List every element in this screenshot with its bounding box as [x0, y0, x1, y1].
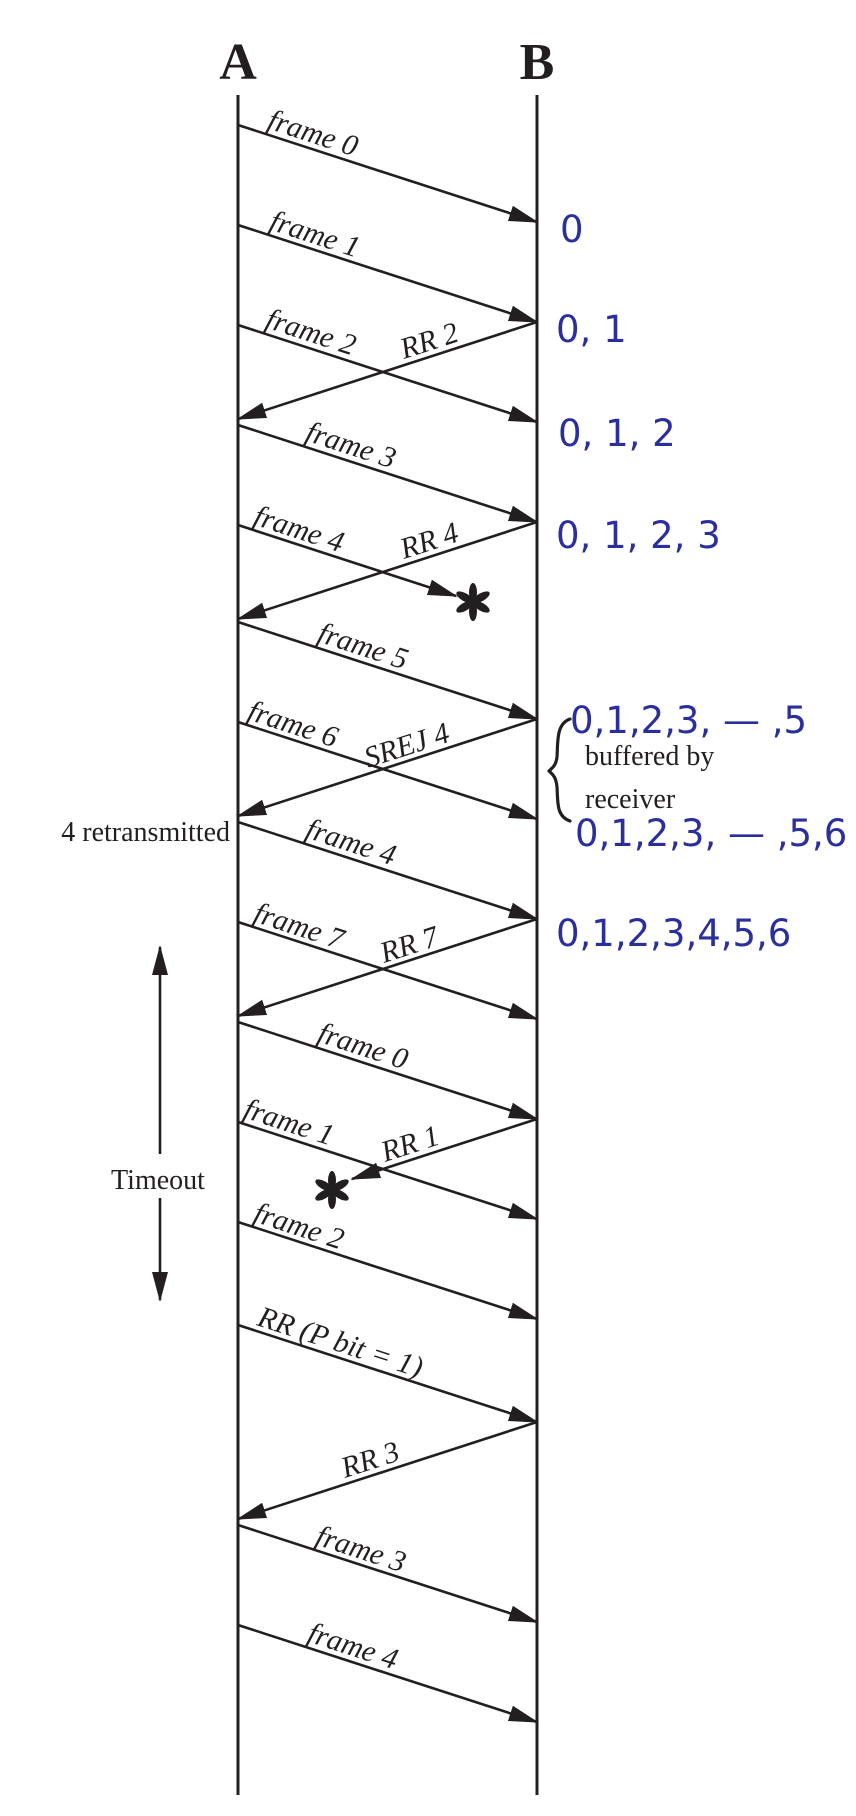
message-label: frame 3 — [312, 1519, 410, 1579]
message-line — [237, 1323, 539, 1424]
endpoint-a-label: A — [219, 34, 257, 91]
message-frame0-1: frame 0 — [237, 103, 539, 224]
message-frame4-lost: frame 4 — [237, 499, 492, 621]
message-line — [237, 523, 458, 598]
message-label: frame 3 — [302, 415, 400, 475]
buffer-state: 0, 1, 2 — [558, 412, 676, 455]
message-label: RR (P bit = 1) — [253, 1300, 427, 1384]
buffer-state: 0 — [560, 208, 584, 251]
message-label: frame 0 — [264, 103, 362, 163]
buffer-state: 0,1,2,3, — ,5,6 — [575, 812, 847, 855]
message-label: frame 7 — [250, 896, 350, 956]
message-line — [237, 223, 539, 324]
message-frame2-2: frame 2 — [237, 1196, 539, 1321]
buffer-state: 0, 1 — [556, 308, 627, 351]
message-label: frame 4 — [250, 499, 348, 559]
message-label: frame 6 — [244, 694, 342, 754]
message-frame1-1: frame 1 — [237, 204, 539, 324]
message-line — [237, 1020, 539, 1121]
receiver-buffer-states: 0 0, 1 0, 1, 2 0, 1, 2, 3 0,1,2,3, — ,5 … — [556, 208, 847, 955]
message-rr1-lost: RR 1 — [313, 1117, 538, 1209]
lost-frame-asterisk — [313, 1171, 351, 1209]
message-label: frame 2 — [262, 302, 360, 362]
message-line — [237, 123, 539, 224]
message-line — [236, 917, 538, 1018]
buffered-label-line1: buffered by — [585, 741, 714, 772]
message-label: frame 1 — [240, 1092, 338, 1152]
buffer-state: 0,1,2,3,4,5,6 — [556, 912, 791, 955]
message-rr3: RR 3 — [236, 1420, 538, 1521]
message-line — [236, 717, 538, 818]
message-label: SREJ 4 — [360, 716, 453, 774]
message-line — [236, 520, 538, 621]
message-line — [237, 720, 539, 821]
message-line — [236, 1420, 538, 1521]
message-line — [237, 423, 539, 524]
message-label: frame 4 — [304, 1616, 402, 1676]
message-line — [237, 1120, 539, 1221]
message-line — [237, 820, 539, 921]
message-frame4-2: frame 4 — [237, 1616, 539, 1724]
message-label: frame 5 — [314, 616, 412, 676]
message-line — [350, 1117, 538, 1181]
endpoint-b-label: B — [520, 34, 555, 91]
buffer-state: 0,1,2,3, — ,5 — [570, 699, 807, 742]
message-label: RR 2 — [395, 316, 462, 366]
message-line — [237, 323, 539, 424]
lost-frame-asterisk — [454, 583, 492, 621]
buffered-note: buffered by receiver — [547, 717, 714, 823]
buffer-state: 0, 1, 2, 3 — [556, 514, 721, 557]
message-label: frame 0 — [314, 1016, 412, 1076]
message-frame3-2: frame 3 — [237, 1519, 539, 1624]
buffered-label-line2: receiver — [585, 784, 676, 815]
timeout-annotation: Timeout — [100, 945, 218, 1302]
message-line — [236, 320, 538, 421]
message-line — [237, 920, 539, 1021]
message-line — [237, 1523, 539, 1624]
message-label: frame 1 — [266, 204, 364, 264]
timeout-label: Timeout — [111, 1165, 205, 1196]
timeout-label-backdrop — [100, 1154, 218, 1198]
message-line — [237, 1623, 539, 1724]
message-line — [237, 1220, 539, 1321]
brace-icon — [547, 717, 572, 823]
retransmitted-label: 4 retransmitted — [61, 817, 230, 848]
message-label: RR 7 — [375, 919, 444, 970]
message-label: RR 4 — [395, 516, 462, 566]
message-rr-pbit: RR (P bit = 1) — [237, 1300, 539, 1424]
message-label: frame 4 — [302, 812, 400, 872]
message-line — [237, 620, 539, 721]
